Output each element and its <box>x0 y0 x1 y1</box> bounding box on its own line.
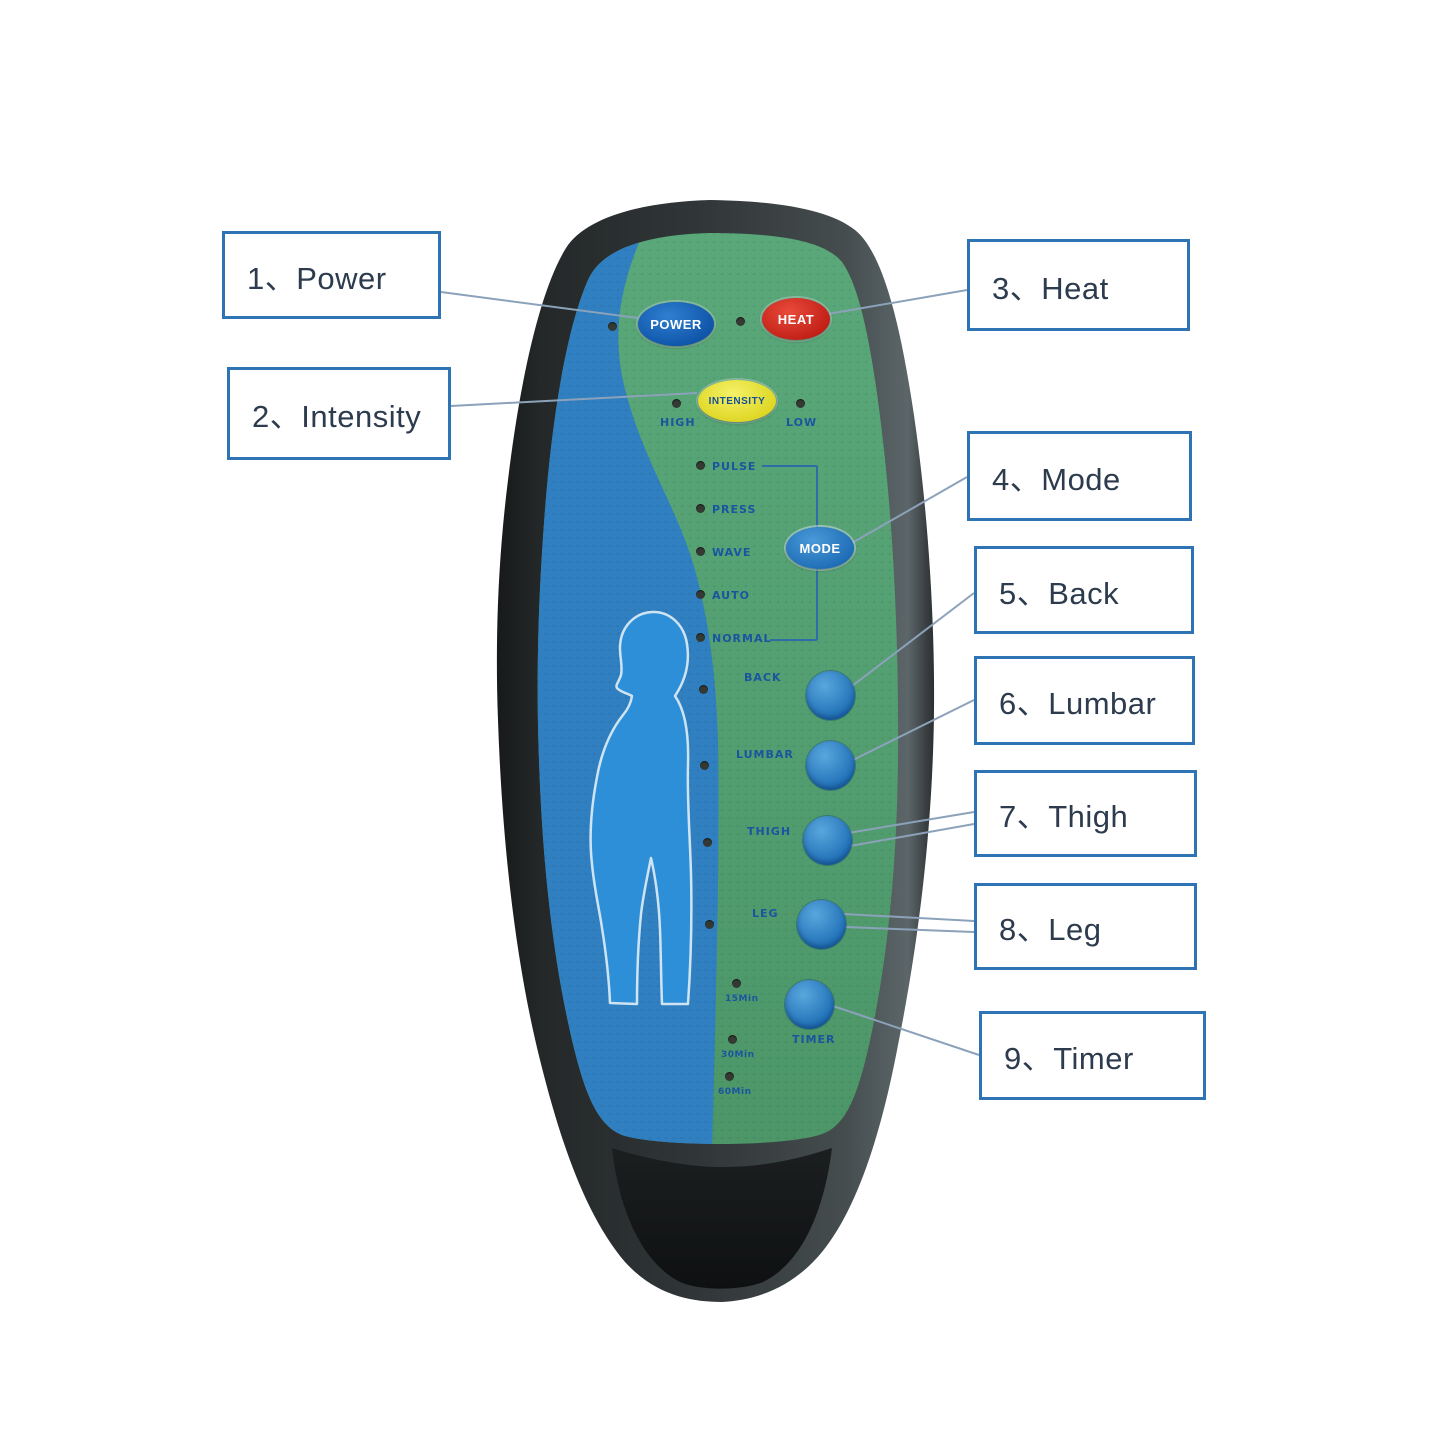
remote-bottom-grip <box>612 1148 832 1289</box>
mode-wave-label: WAVE <box>712 546 752 559</box>
callout-timer-label: 9、Timer <box>1004 1041 1134 1076</box>
mode-normal-label: NORMAL <box>712 632 772 645</box>
leader-line <box>440 291 639 319</box>
leader-line <box>450 392 698 407</box>
mode-button: MODE <box>786 527 854 569</box>
thigh-zone-label: THIGH <box>747 825 792 838</box>
thigh-button <box>803 816 852 865</box>
remote-shell <box>496 200 935 1302</box>
lumbar-led <box>700 761 709 770</box>
callout-back-label: 5、Back <box>999 575 1120 611</box>
timer-15min-led <box>732 979 741 988</box>
mode-press-label: PRESS <box>712 503 757 516</box>
back-led <box>699 685 708 694</box>
back-button <box>806 671 855 720</box>
leader-line <box>843 913 975 922</box>
callout-mode: 4、Mode <box>967 431 1192 521</box>
timer-60min-led <box>725 1072 734 1081</box>
intensity-low-led <box>796 399 805 408</box>
leader-line <box>844 926 975 933</box>
callout-heat-label: 3、Heat <box>992 270 1109 306</box>
leader-line <box>832 1005 980 1056</box>
leader-line <box>851 592 975 687</box>
mode-pulse-led <box>696 461 705 470</box>
mode-wave-led <box>696 547 705 556</box>
intensity-high-label: HIGH <box>660 416 696 429</box>
heat-led <box>736 317 745 326</box>
timer-15min-label: 15Min <box>725 994 759 1004</box>
callout-back: 5、Back <box>974 546 1194 634</box>
callout-lumbar-label: 6、Lumbar <box>999 686 1157 721</box>
callout-timer: 9、Timer <box>979 1011 1206 1100</box>
callout-power-label: 1、Power <box>247 260 387 296</box>
callout-power: 1、Power <box>222 231 441 319</box>
callout-lumbar: 6、Lumbar <box>974 656 1195 745</box>
mode-auto-led <box>696 590 705 599</box>
thigh-led <box>703 838 712 847</box>
mode-normal-led <box>696 633 705 642</box>
leader-line <box>847 811 975 834</box>
leg-button <box>797 900 846 949</box>
body-silhouette-icon <box>589 610 693 1006</box>
intensity-button: INTENSITY <box>698 380 776 422</box>
intensity-low-label: LOW <box>786 416 818 429</box>
callout-leg-label: 8、Leg <box>999 912 1102 947</box>
callout-thigh: 7、Thigh <box>974 770 1197 857</box>
callout-intensity-label: 2、Intensity <box>252 399 422 434</box>
timer-label: TIMER <box>792 1033 836 1046</box>
callout-thigh-label: 7、Thigh <box>999 799 1129 834</box>
leader-line <box>852 699 975 761</box>
leader-line <box>851 476 968 544</box>
mode-pulse-label: PULSE <box>712 460 757 473</box>
power-button: POWER <box>638 302 714 346</box>
lumbar-button <box>806 741 855 790</box>
timer-button <box>785 980 834 1029</box>
leader-line <box>827 289 968 315</box>
callout-leg: 8、Leg <box>974 883 1197 970</box>
timer-30min-label: 30Min <box>721 1050 755 1060</box>
heat-button: HEAT <box>762 298 830 340</box>
callout-heat: 3、Heat <box>967 239 1190 331</box>
leg-led <box>705 920 714 929</box>
callout-intensity: 2、Intensity <box>227 367 451 460</box>
mode-press-led <box>696 504 705 513</box>
callout-mode-label: 4、Mode <box>992 461 1121 497</box>
mode-auto-label: AUTO <box>712 589 750 602</box>
timer-60min-label: 60Min <box>718 1087 752 1097</box>
power-led <box>608 322 617 331</box>
lumbar-zone-label: LUMBAR <box>736 748 794 761</box>
panel-blue-wave <box>537 233 719 1144</box>
timer-30min-led <box>728 1035 737 1044</box>
leader-line <box>849 823 975 847</box>
leg-zone-label: LEG <box>752 907 779 920</box>
back-zone-label: BACK <box>744 671 782 684</box>
intensity-high-led <box>672 399 681 408</box>
